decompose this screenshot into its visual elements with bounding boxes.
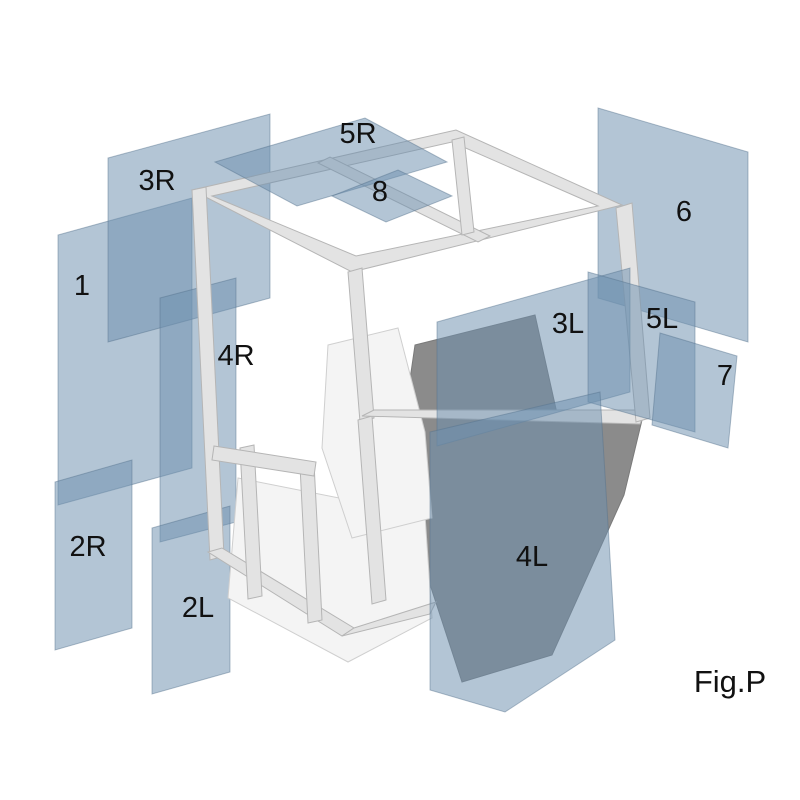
cab-door-pillar-a [239, 444, 263, 600]
label-3R: 3R [138, 165, 175, 197]
glass-panels-front-layer [213, 117, 738, 713]
glass-panel-8 [330, 169, 454, 223]
figure-caption: Fig.P [694, 664, 766, 699]
label-3L: 3L [552, 308, 584, 340]
label-5L: 5L [646, 303, 678, 335]
label-4L: 4L [516, 541, 548, 573]
label-4R: 4R [217, 340, 254, 372]
glass-panel-2R [54, 459, 133, 651]
cab-door-sill [211, 445, 317, 477]
glass-panels-rear-layer [54, 107, 749, 695]
cab-lower-front-pillar [357, 415, 387, 605]
label-1: 1 [74, 270, 90, 302]
part-labels: 1 3R 5R 8 6 5L 3L 7 4R 4L 2R 2L [69, 118, 733, 624]
label-6: 6 [676, 196, 692, 228]
glass-panel-7 [651, 332, 738, 449]
glass-panel-5R [213, 117, 449, 207]
cab-front-right-pillar [347, 267, 375, 423]
label-5R: 5R [339, 118, 376, 150]
label-7: 7 [717, 360, 733, 392]
label-2L: 2L [182, 592, 214, 624]
glass-panel-4L [429, 391, 616, 713]
label-8: 8 [372, 176, 388, 208]
cab-rear-left-pillar [451, 136, 475, 236]
label-2R: 2R [69, 531, 106, 563]
